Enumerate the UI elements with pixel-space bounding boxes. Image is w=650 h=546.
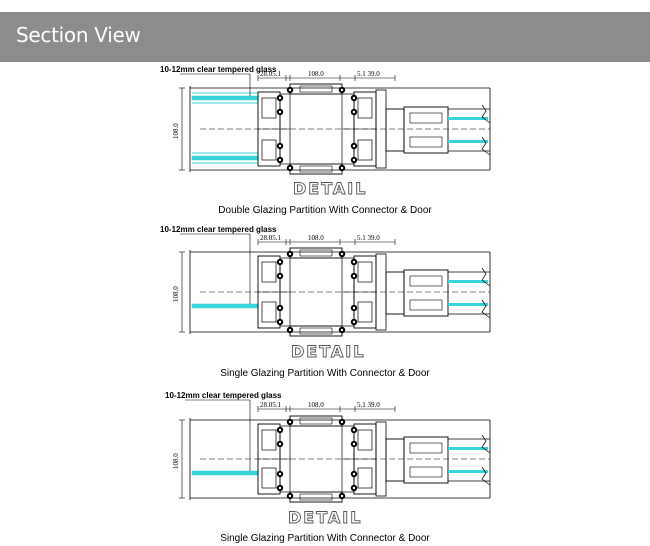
section-title: Section View	[16, 23, 141, 47]
dimension-text-2: 108.0	[308, 234, 324, 242]
break-symbol	[481, 104, 491, 124]
dimension-text-1: 28.05.1	[260, 70, 282, 78]
door-glass	[448, 470, 488, 473]
door-frame	[385, 438, 405, 482]
glass-pane	[191, 303, 259, 309]
glass-pane	[191, 470, 259, 476]
door-frame	[385, 108, 405, 152]
detail-panel-single-glazing-2: 10-12mm clear tempered glass 108.0 28.05.…	[0, 388, 650, 546]
glass-callout-label: 10-12mm clear tempered glass	[165, 391, 282, 400]
dimension-text-3: 5.1 39.0	[357, 234, 380, 242]
break-symbol	[481, 267, 491, 287]
glass-pane	[191, 95, 259, 101]
dimension-text-1: 28.05.1	[260, 234, 282, 242]
door-glass	[448, 303, 488, 306]
door-leaf-profile	[403, 436, 449, 484]
panel-caption: Single Glazing Partition With Connector …	[220, 533, 430, 544]
height-dimension-text: 108.0	[172, 453, 180, 469]
detail-panel-double-glazing: 10-12mm clear tempered glass 108.0 28.05.…	[0, 62, 650, 222]
door-glass	[448, 117, 488, 120]
dimension-text-3: 5.1 39.0	[357, 401, 380, 409]
section-header: Section View	[0, 12, 650, 62]
dimension-text-2: 108.0	[308, 401, 324, 409]
door-glass	[448, 447, 488, 450]
connector-bottom	[289, 325, 343, 337]
connector-bottom	[289, 491, 343, 503]
glass-pane	[191, 155, 259, 161]
panel-caption: Double Glazing Partition With Connector …	[218, 205, 432, 216]
detail-stamp: DETAIL	[293, 179, 368, 199]
section-drawing: 108.0 28.05.1 108.0 5.1 39.0	[172, 70, 491, 175]
section-drawing: 108.0 28.05.1 108.0 5.1 39.0	[172, 233, 491, 337]
door-glass	[448, 280, 488, 283]
connector-top	[289, 83, 343, 95]
detail-stamp: DETAIL	[291, 342, 366, 362]
dimension-text-1: 28.05.1	[260, 401, 282, 409]
connector-top	[289, 247, 343, 259]
break-symbol	[481, 434, 491, 454]
door-leaf-profile	[403, 269, 449, 317]
door-glass	[448, 140, 488, 143]
door-frame	[385, 271, 405, 315]
connector-bottom	[289, 163, 343, 175]
detail-stamp: DETAIL	[288, 508, 363, 528]
dimension-text-3: 5.1 39.0	[357, 70, 380, 78]
dimension-text-2: 108.0	[308, 70, 324, 78]
glass-callout-label: 10-12mm clear tempered glass	[160, 225, 277, 234]
glass-callout-label: 10-12mm clear tempered glass	[160, 65, 277, 74]
height-dimension-text: 108.0	[172, 123, 180, 139]
detail-panel-single-glazing: 10-12mm clear tempered glass 108.0 28.05.…	[0, 222, 650, 384]
section-drawing: 108.0 28.05.1 108.0 5.1 39.0	[172, 399, 491, 503]
height-dimension-text: 108.0	[172, 286, 180, 302]
door-leaf-profile	[403, 106, 449, 154]
connector-top	[289, 415, 343, 427]
panel-caption: Single Glazing Partition With Connector …	[220, 368, 430, 379]
